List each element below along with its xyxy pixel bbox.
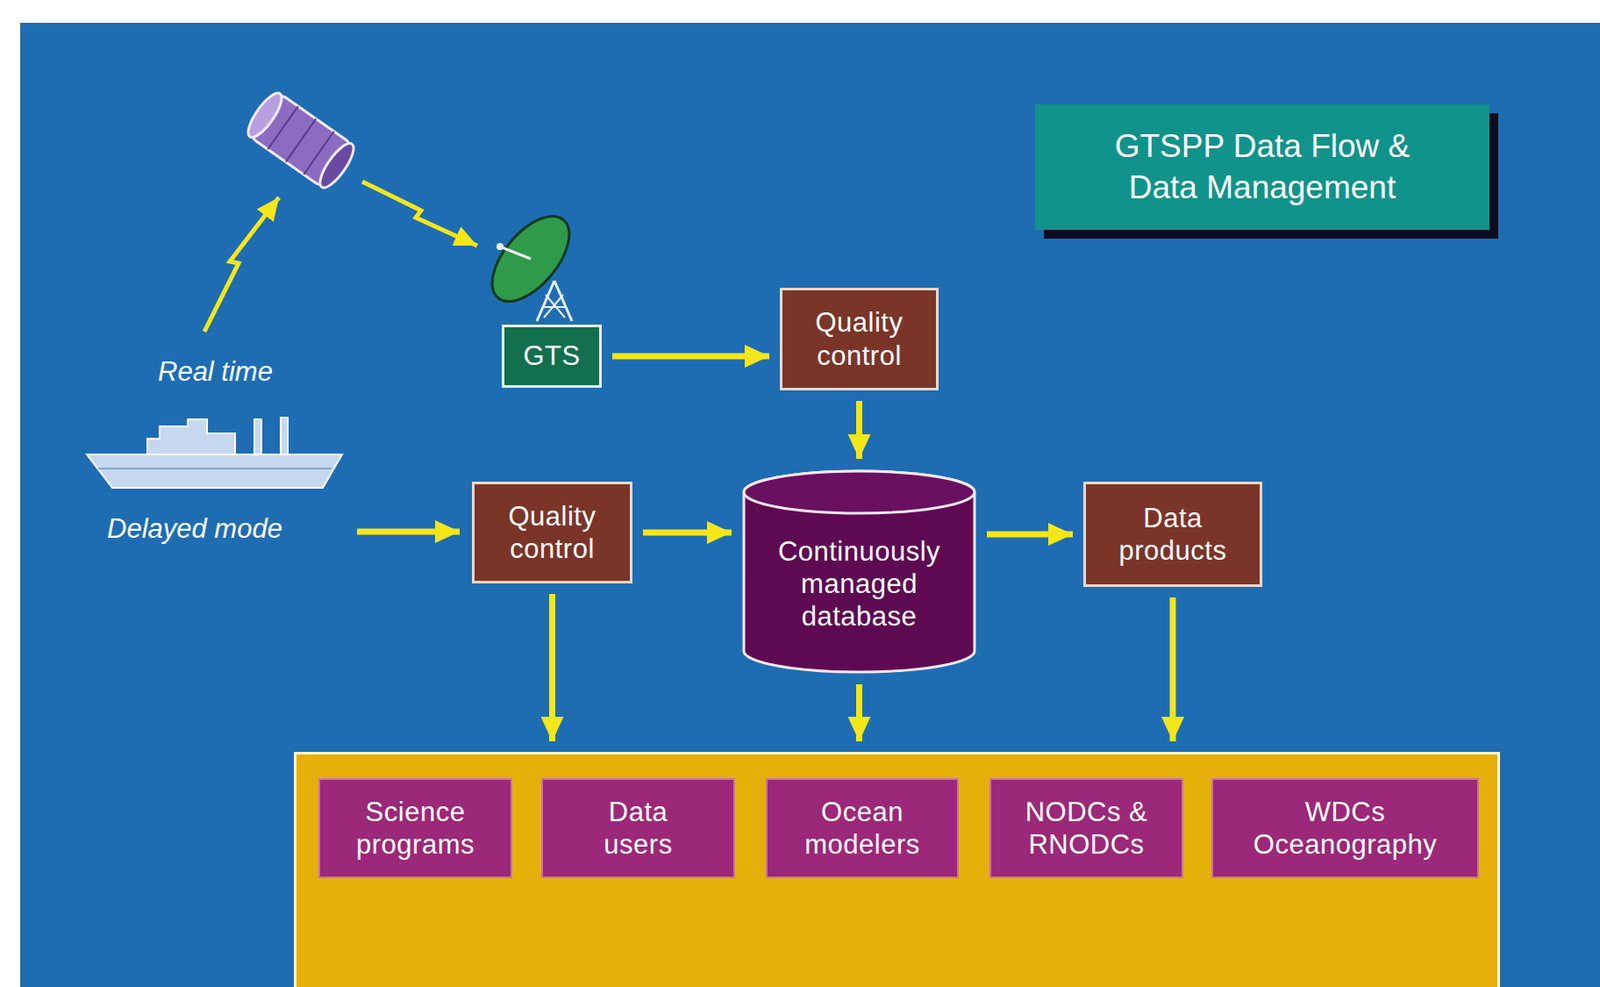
cylinder-body: [743, 471, 975, 672]
satellite-icon: [242, 88, 360, 193]
node-label: GTS: [522, 339, 580, 372]
flow-arrow: [856, 400, 863, 459]
lightning-bolt: [204, 197, 279, 332]
flow-arrow: [549, 593, 556, 742]
flow-arrow: [986, 531, 1073, 538]
audience-box: Ocean modelers: [765, 778, 959, 879]
blue-ground: [20, 22, 1600, 987]
audience-box: Science programs: [318, 778, 513, 879]
audience-box: Data users: [541, 778, 736, 879]
mode-label: Real time: [157, 356, 273, 388]
process-box: Quality control: [471, 481, 633, 584]
process-box: Quality control: [779, 287, 939, 391]
title-box: GTSPP Data Flow & Data Management: [1035, 104, 1490, 230]
node-label: WDCs Oceanography: [1244, 795, 1447, 861]
node-label: Ocean modelers: [796, 795, 929, 861]
node-label: Quality control: [798, 306, 922, 372]
audience-band: Science programs Data users Ocean modelers…: [293, 751, 1500, 987]
lightning-bolt: [362, 181, 478, 246]
flow-arrow: [856, 684, 863, 742]
process-box: Data products: [1083, 481, 1263, 587]
audience-box: NODCs & RNODCs: [989, 778, 1184, 879]
input-arrow: [357, 528, 460, 536]
mode-label: Delayed mode: [107, 513, 283, 545]
dish-antenna: [478, 202, 585, 322]
ship-icon: [86, 417, 343, 488]
diagram-title: GTSPP Data Flow & Data Management: [1100, 126, 1425, 208]
node-label: NODCs & RNODCs: [1012, 795, 1162, 861]
audience-box: WDCs Oceanography: [1211, 778, 1479, 879]
cylinder-top: [743, 471, 975, 514]
flow-arrow: [642, 529, 732, 536]
node-label: Continuously managed database: [763, 510, 957, 634]
node-label: Data products: [1098, 501, 1248, 567]
database-cylinder: Continuously managed database: [742, 469, 977, 674]
network-box: GTS: [501, 324, 602, 388]
node-label: Data users: [581, 795, 696, 861]
flow-arrow: [1170, 597, 1177, 742]
node-label: Science programs: [336, 795, 495, 861]
node-label: Quality control: [491, 500, 615, 565]
flow-arrow: [612, 353, 770, 360]
